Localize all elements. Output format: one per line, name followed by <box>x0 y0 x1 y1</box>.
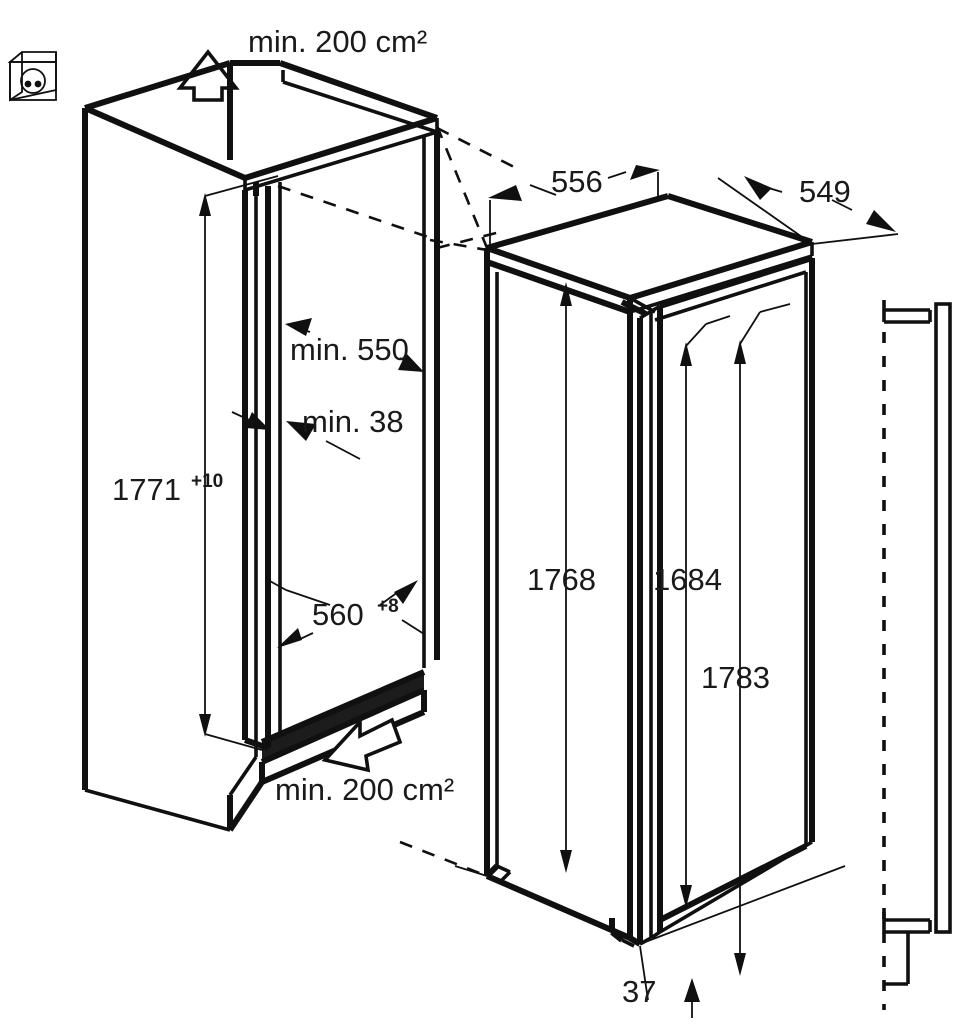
label-plinth-height: 37 <box>622 974 656 1009</box>
door-panel-side-view <box>882 300 952 1010</box>
label-door-height: 1684 <box>653 562 722 597</box>
dim-niche-depth <box>285 318 424 372</box>
dim-cabinet-depth <box>488 165 660 250</box>
dim-door-height <box>680 315 731 908</box>
air-outlet-arrow-icon <box>176 49 240 102</box>
power-socket-icon <box>7 51 57 102</box>
label-overall-height: 1783 <box>701 660 770 695</box>
dim-plinth-height <box>639 945 700 1018</box>
cabinet-niche-outline <box>82 60 521 832</box>
label-top-vent: min. 200 cm² <box>248 24 427 59</box>
dim-niche-width <box>277 580 425 648</box>
dim-overall-height <box>734 303 791 976</box>
label-niche-gap-min: min. 38 <box>302 404 404 439</box>
dim-niche-height <box>199 175 279 751</box>
dim-appliance-body-height <box>560 282 572 873</box>
label-niche-depth-min: min. 550 <box>290 332 409 367</box>
label-bottom-vent: min. 200 cm² <box>275 772 454 807</box>
appliance-outline <box>399 125 846 948</box>
label-appliance-body-height: 1768 <box>527 562 596 597</box>
label-niche-width-tolerance: +8 <box>377 596 399 617</box>
dim-niche-gap <box>231 411 361 606</box>
label-niche-width: 560 <box>312 597 364 632</box>
label-appliance-depth: 549 <box>799 174 851 209</box>
label-cabinet-depth: 556 <box>551 164 603 199</box>
air-inlet-arrow-icon <box>321 717 403 773</box>
label-niche-height: 1771 <box>112 472 181 507</box>
dim-appliance-depth <box>717 176 899 245</box>
label-niche-height-tolerance: +10 <box>191 471 223 492</box>
